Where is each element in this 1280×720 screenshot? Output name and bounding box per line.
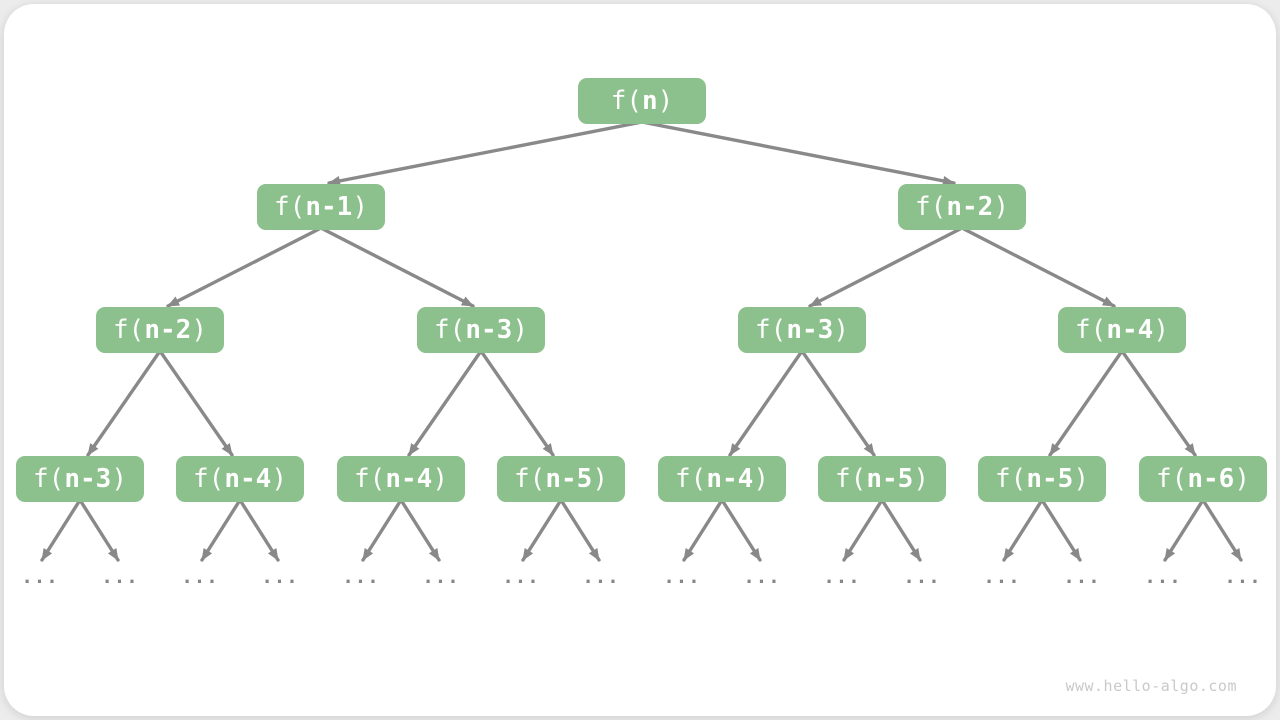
subtree-ellipsis-1-1: ... <box>261 566 299 588</box>
node-label-post: ) <box>512 315 528 345</box>
tree-node-l3-2: f(n-4) <box>337 456 465 502</box>
node-label-arg: n-2 <box>946 192 994 222</box>
subtree-ellipsis-4-0: ... <box>663 566 701 588</box>
tree-node-l2-1: f(n-3) <box>417 307 545 353</box>
subtree-ellipsis-6-0: ... <box>983 566 1021 588</box>
node-label-post: ) <box>592 464 608 494</box>
tree-node-l1-1: f(n-2) <box>898 184 1026 230</box>
subtree-ellipsis-7-0: ... <box>1144 566 1182 588</box>
tree-node-l2-2: f(n-3) <box>738 307 866 353</box>
node-label-post: ) <box>1234 464 1250 494</box>
node-label-post: ) <box>833 315 849 345</box>
node-label-pre: f( <box>755 315 787 345</box>
node-label-arg: n-4 <box>706 464 754 494</box>
tree-node-l3-6: f(n-5) <box>978 456 1106 502</box>
subtree-ellipsis-7-1: ... <box>1224 566 1262 588</box>
node-label-post: ) <box>111 464 127 494</box>
node-label-post: ) <box>271 464 287 494</box>
node-label-arg: n <box>642 86 658 116</box>
node-label-arg: n-4 <box>224 464 272 494</box>
node-label-pre: f( <box>610 86 642 116</box>
node-label-arg: n-4 <box>1106 315 1154 345</box>
node-label-post: ) <box>753 464 769 494</box>
node-label-arg: n-3 <box>64 464 112 494</box>
tree-node-l3-7: f(n-6) <box>1139 456 1267 502</box>
node-label-pre: f( <box>1156 464 1188 494</box>
tree-node-l2-0: f(n-2) <box>96 307 224 353</box>
node-label-pre: f( <box>193 464 225 494</box>
tree-node-l0-0: f(n) <box>578 78 706 124</box>
node-label-pre: f( <box>33 464 65 494</box>
node-label-post: ) <box>432 464 448 494</box>
node-label-arg: n-2 <box>144 315 192 345</box>
node-label-arg: n-1 <box>305 192 353 222</box>
node-label-arg: n-5 <box>1026 464 1074 494</box>
node-label-arg: n-5 <box>866 464 914 494</box>
subtree-ellipsis-2-0: ... <box>342 566 380 588</box>
node-label-pre: f( <box>113 315 145 345</box>
node-label-post: ) <box>191 315 207 345</box>
node-label-pre: f( <box>675 464 707 494</box>
node-label-post: ) <box>1073 464 1089 494</box>
node-label-pre: f( <box>1075 315 1107 345</box>
tree-node-l3-3: f(n-5) <box>497 456 625 502</box>
tree-node-l3-1: f(n-4) <box>176 456 304 502</box>
tree-node-l3-5: f(n-5) <box>818 456 946 502</box>
node-label-post: ) <box>993 192 1009 222</box>
node-label-arg: n-5 <box>545 464 593 494</box>
node-label-post: ) <box>913 464 929 494</box>
node-label-pre: f( <box>434 315 466 345</box>
node-label-pre: f( <box>274 192 306 222</box>
subtree-ellipsis-5-1: ... <box>903 566 941 588</box>
tree-node-l2-3: f(n-4) <box>1058 307 1186 353</box>
subtree-ellipsis-6-1: ... <box>1063 566 1101 588</box>
tree-node-l1-0: f(n-1) <box>257 184 385 230</box>
subtree-ellipsis-1-0: ... <box>181 566 219 588</box>
node-label-arg: n-6 <box>1187 464 1235 494</box>
node-label-post: ) <box>657 86 674 116</box>
subtree-ellipsis-4-1: ... <box>743 566 781 588</box>
tree-node-l3-0: f(n-3) <box>16 456 144 502</box>
node-label-post: ) <box>1153 315 1169 345</box>
watermark-url: www.hello-algo.com <box>1065 677 1237 695</box>
subtree-ellipsis-2-1: ... <box>422 566 460 588</box>
node-label-arg: n-3 <box>786 315 834 345</box>
subtree-ellipsis-0-1: ... <box>101 566 139 588</box>
subtree-ellipsis-5-0: ... <box>823 566 861 588</box>
node-label-pre: f( <box>354 464 386 494</box>
node-label-post: ) <box>352 192 368 222</box>
subtree-ellipsis-3-1: ... <box>582 566 620 588</box>
node-label-pre: f( <box>995 464 1027 494</box>
subtree-ellipsis-3-0: ... <box>502 566 540 588</box>
node-label-pre: f( <box>835 464 867 494</box>
node-label-arg: n-3 <box>465 315 513 345</box>
subtree-ellipsis-0-0: ... <box>21 566 59 588</box>
tree-node-l3-4: f(n-4) <box>658 456 786 502</box>
node-label-pre: f( <box>915 192 947 222</box>
node-label-arg: n-4 <box>385 464 433 494</box>
node-label-pre: f( <box>514 464 546 494</box>
